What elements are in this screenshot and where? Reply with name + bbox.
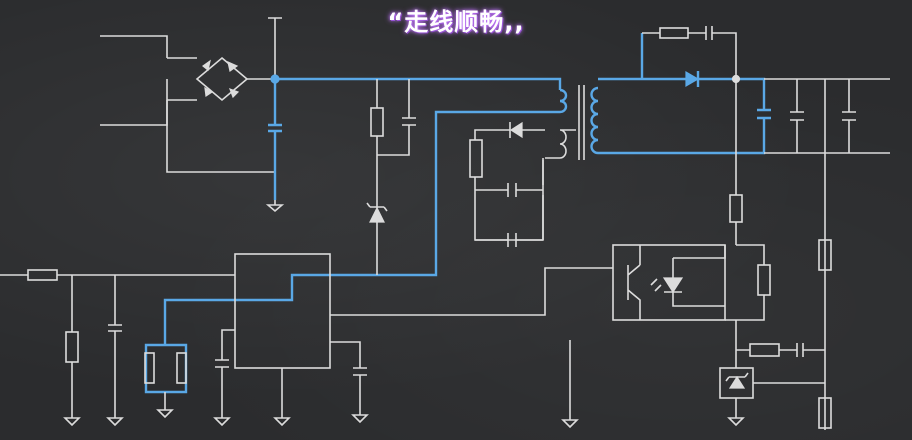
left-input-network [0,269,235,418]
sense-resistor-pair [144,343,188,394]
ground-symbols-primary [265,200,285,213]
feedback-network [719,79,832,429]
rcd-clamp [366,79,416,275]
snubber-rc [642,26,741,84]
opto-led-icon [662,277,684,294]
junction-dot [270,74,280,84]
transformer [545,85,599,160]
ground-symbols [63,340,745,429]
top-input-terminal [268,17,282,79]
aux-winding-network [469,121,545,247]
diagram-caption: “走线顺畅,, [387,8,525,36]
secondary-power-loop [598,33,771,155]
bridge-rectifier [167,56,275,102]
sense-resistor-b [176,352,187,384]
primary-power-loop [144,74,562,394]
clamp-resistor [370,107,384,137]
sense-resistor-a [144,352,155,384]
optocoupler [612,244,726,321]
clamp-zener-icon [369,206,385,223]
output-diode [685,70,700,88]
output-filter [764,78,890,430]
controller-ic [215,253,613,418]
aux-diode [509,121,523,139]
ac-input-lines [100,35,275,173]
